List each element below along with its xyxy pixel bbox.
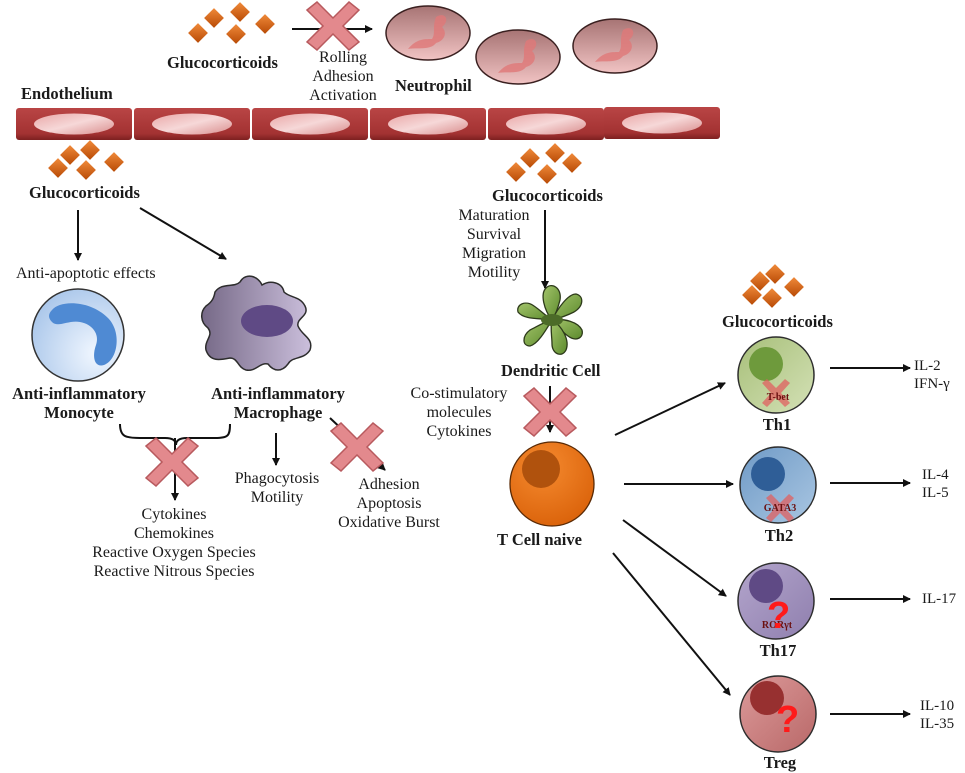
macrophage-label: Anti-inflammatory Macrophage [211, 384, 345, 422]
glucocorticoids-label-top: Glucocorticoids [167, 53, 278, 72]
unknown-question-mark-icon: ? [776, 699, 800, 741]
endothelium-layer [16, 107, 720, 140]
arrow-to-th17 [622, 519, 727, 597]
inhibition-cross-icon [306, 1, 360, 51]
treg-label: Treg [763, 753, 797, 772]
glucocorticoid-diamonds-right [742, 264, 804, 308]
glucocorticoids-label-center: Glucocorticoids [492, 186, 603, 205]
t-cell-naive [509, 441, 595, 527]
macrophage-cell [201, 275, 312, 371]
th17-cell [737, 562, 815, 640]
th2-cytokines: IL-4 IL-5 [922, 467, 949, 501]
glucocorticoid-diamonds-top [188, 2, 275, 44]
th17-factor-label: RORγt [761, 620, 793, 631]
th17-label: Th17 [759, 641, 797, 660]
th2-cell [739, 446, 817, 524]
th1-factor-label: T-bet [766, 392, 790, 403]
neutrophil-label: Neutrophil [395, 76, 472, 95]
glucocorticoid-diamonds-center [506, 143, 582, 184]
th1-cytokines: IL-2 IFN-γ [914, 358, 950, 392]
monocyte-cell [31, 288, 125, 382]
monocyte-label: Anti-inflammatory Monocyte [12, 384, 146, 422]
inhibited-products-list: Cytokines Chemokines Reactive Oxygen Spe… [92, 506, 256, 580]
glucocorticoids-label-right: Glucocorticoids [722, 312, 833, 331]
endothelium-label: Endothelium [21, 84, 113, 103]
inhibition-cross-icon [330, 422, 384, 472]
th2-label: Th2 [764, 526, 794, 545]
arrow-to-th1 [614, 382, 726, 436]
neutrophil-cells [385, 5, 658, 85]
t-cell-naive-label: T Cell naive [497, 530, 582, 549]
macrophage-enhanced-list: Phagocytosis Motility [234, 470, 320, 506]
arrow-to-macrophage [139, 207, 227, 260]
arrow-to-treg [612, 552, 731, 696]
macrophage-inhibited-list: Adhesion Apoptosis Oxidative Burst [338, 476, 440, 531]
anti-apoptotic-label: Anti-apoptotic effects [16, 265, 156, 282]
dc-effects-list: Maturation Survival Migration Motility [458, 207, 530, 281]
th1-label: Th1 [762, 415, 792, 434]
glucocorticoids-label-left: Glucocorticoids [29, 183, 140, 202]
th17-cytokines: IL-17 [922, 591, 957, 607]
neutrophil-inhibited-effects: Rolling Adhesion Activation [309, 49, 377, 104]
th1-cell [737, 336, 815, 414]
dc-inhibited-list: Co-stimulatory molecules Cytokines [410, 385, 508, 440]
th2-factor-label: GATA3 [763, 503, 797, 514]
treg-cell [739, 675, 817, 753]
dendritic-cell [517, 285, 583, 355]
dendritic-cell-label: Dendritic Cell [501, 361, 601, 380]
inhibition-cross-icon [145, 437, 199, 487]
treg-cytokines: IL-10 IL-35 [920, 698, 955, 732]
glucocorticoid-diamonds-left [48, 140, 124, 180]
unknown-question-mark-icon: ? [767, 595, 791, 637]
